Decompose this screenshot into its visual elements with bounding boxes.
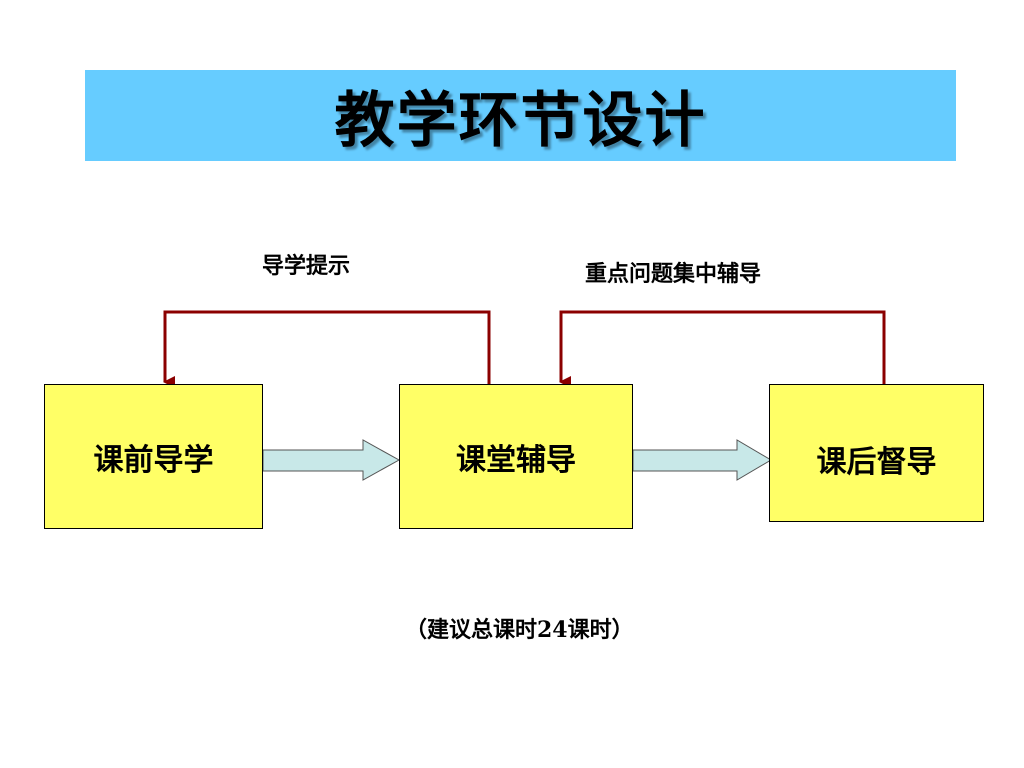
annotation-guide-hint: 导学提示 xyxy=(262,253,351,279)
feedback-arrow-focus xyxy=(559,310,886,388)
flow-arrow-pre-to-class xyxy=(262,439,401,481)
title-bar: 教学环节设计 xyxy=(85,70,956,161)
box-post-class-label: 课后督导 xyxy=(816,445,937,480)
feedback-arrow-guide xyxy=(163,310,491,388)
footnote-total-hours: （建议总课时24课时） xyxy=(405,617,634,643)
annotation-focus-tutoring: 重点问题集中辅导 xyxy=(585,261,762,287)
flow-arrow-class-to-post xyxy=(632,439,772,481)
box-in-class: 课堂辅导 xyxy=(399,384,633,529)
box-pre-class-label: 课前导学 xyxy=(93,442,214,478)
slide-title: 教学环节设计 xyxy=(334,86,707,156)
box-in-class-label: 课堂辅导 xyxy=(456,442,576,478)
box-post-class: 课后督导 xyxy=(769,384,984,522)
box-pre-class: 课前导学 xyxy=(44,384,263,529)
